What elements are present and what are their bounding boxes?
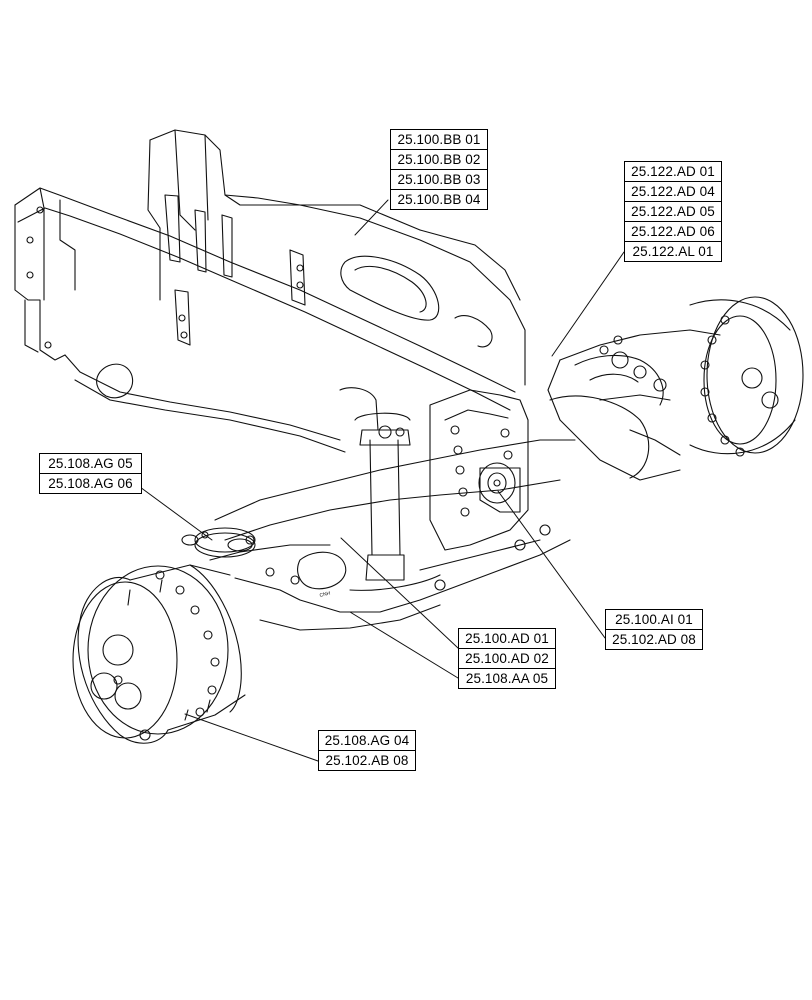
callout-ref[interactable]: 25.108.AG 05 bbox=[40, 454, 141, 474]
callout-ref[interactable]: 25.100.AD 01 bbox=[459, 629, 555, 649]
callout-ref[interactable]: 25.100.AI 01 bbox=[606, 610, 702, 630]
callout-frame: 25.100.BB 01 25.100.BB 02 25.100.BB 03 2… bbox=[390, 129, 488, 210]
callout-ref[interactable]: 25.100.BB 01 bbox=[391, 130, 487, 150]
part-stamp: CNH bbox=[319, 590, 331, 599]
callout-ref[interactable]: 25.102.AD 08 bbox=[612, 632, 696, 647]
callout-ref[interactable]: 25.122.AD 05 bbox=[625, 202, 721, 222]
callout-ref[interactable]: 25.108.AG 04 bbox=[319, 731, 415, 751]
callout-ref[interactable]: 25.122.AL 01 bbox=[632, 244, 714, 259]
callout-ref[interactable]: 25.122.AD 06 bbox=[625, 222, 721, 242]
leader-lines bbox=[139, 199, 625, 762]
callout-rear-axle: 25.122.AD 01 25.122.AD 04 25.122.AD 05 2… bbox=[624, 161, 722, 262]
callout-actuator: 25.100.AI 01 25.102.AD 08 bbox=[605, 609, 703, 650]
left-wheel-hub bbox=[72, 564, 246, 744]
callout-wheel-hub: 25.108.AG 04 25.102.AB 08 bbox=[318, 730, 416, 771]
callout-ref[interactable]: 25.102.AB 08 bbox=[325, 753, 409, 768]
callout-ref[interactable]: 25.122.AD 01 bbox=[625, 162, 721, 182]
side-actuator bbox=[478, 462, 521, 513]
right-wheel-hub bbox=[689, 296, 804, 457]
callout-ref[interactable]: 25.100.BB 02 bbox=[391, 150, 487, 170]
callout-ref[interactable]: 25.100.AD 02 bbox=[459, 649, 555, 669]
left-kingpin bbox=[181, 527, 256, 558]
front-axle-housing bbox=[209, 439, 576, 631]
suspension-cylinder bbox=[339, 387, 411, 581]
callout-ref[interactable]: 25.108.AA 05 bbox=[465, 671, 549, 686]
callout-axle-housing: 25.100.AD 01 25.100.AD 02 25.108.AA 05 bbox=[458, 628, 556, 689]
callout-ref[interactable]: 25.108.AG 06 bbox=[48, 476, 133, 491]
callout-kingpin-left: 25.108.AG 05 25.108.AG 06 bbox=[39, 453, 142, 494]
callout-ref[interactable]: 25.100.BB 03 bbox=[391, 170, 487, 190]
callout-ref[interactable]: 25.100.BB 04 bbox=[397, 192, 481, 207]
frame-outline bbox=[14, 129, 529, 551]
callout-ref[interactable]: 25.122.AD 04 bbox=[625, 182, 721, 202]
right-axle-housing bbox=[547, 329, 721, 481]
